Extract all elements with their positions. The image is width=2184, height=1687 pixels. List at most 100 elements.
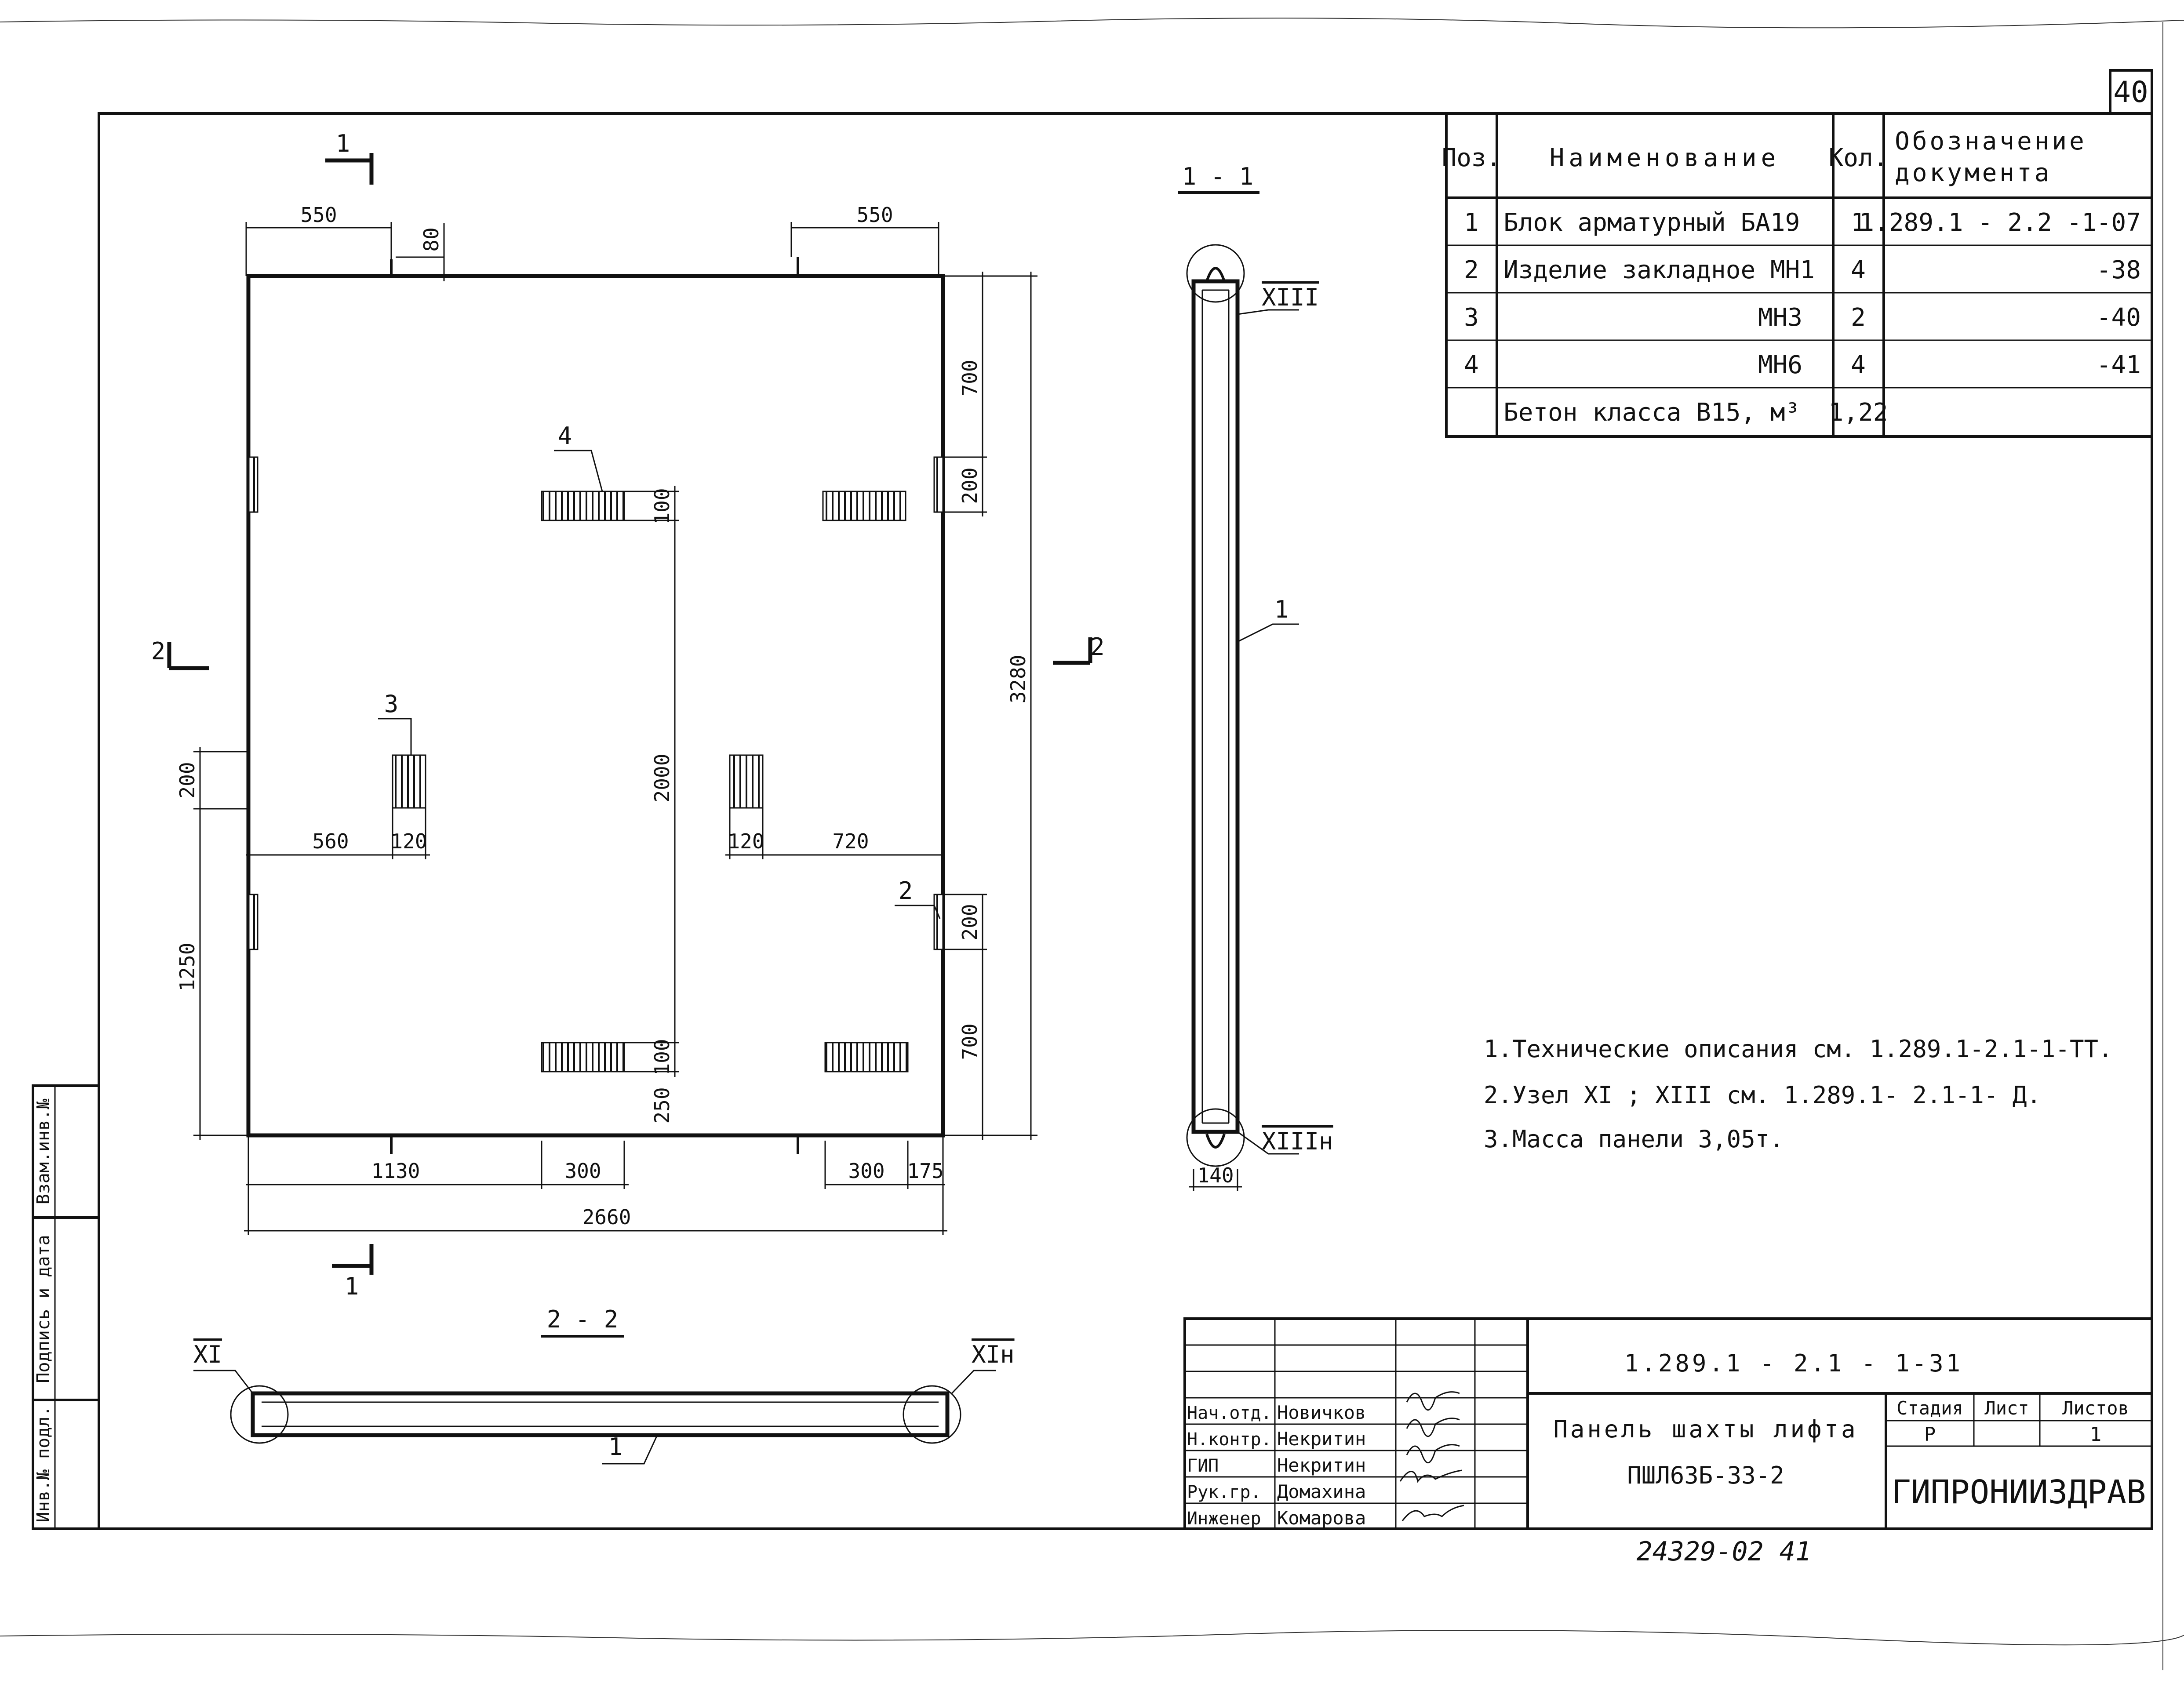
dim-inner-100-bottom: 100 [650, 1039, 674, 1075]
cut-marker-right: 2 [1090, 633, 1105, 661]
cut-marker-top: 1 [336, 130, 350, 157]
organization: ГИПРОНИИЗДРАВ [1891, 1473, 2146, 1511]
spec-row-qty: 4 [1851, 351, 1866, 379]
spec-header-designation-1: Обозначение [1895, 127, 2087, 156]
spec-row-designation: -40 [2097, 303, 2141, 332]
archive-number: 24329-02 41 [1637, 1536, 1811, 1567]
note-3: 3.Масса панели 3,05т. [1484, 1125, 1784, 1153]
cut-marker-bottom: 1 [345, 1273, 359, 1300]
spec-row: 4 МН6 4 -41 [1464, 351, 2141, 379]
dim-lines-left [193, 747, 248, 1140]
cut-markers [167, 153, 1092, 1275]
dim-bottom-1130: 1130 [371, 1159, 420, 1183]
spec-row: 1 Блок арматурный БА19 1 1.289.1 - 2.2 -… [1464, 208, 2141, 237]
node-xiii-bottom: XIIIн [1262, 1127, 1333, 1155]
staff-list: Нач.отд. Новичков Н.контр. Некритин ГИП … [1187, 1402, 1366, 1529]
title-line-2: ПШЛ63Б-33-2 [1627, 1462, 1784, 1489]
spec-row-pos: 3 [1464, 303, 1479, 332]
dim-right-700-top: 700 [958, 360, 982, 396]
dim-bottom-300-right: 300 [848, 1159, 885, 1183]
spec-header-qty: Кол. [1829, 144, 1888, 172]
sheet-number: 40 [2113, 75, 2148, 109]
section-1-1-item: 1 [1274, 596, 1289, 623]
stamp-podpis-data: Подпись и дата [33, 1235, 54, 1383]
node-xi-right: XIн [972, 1341, 1015, 1368]
callout-item-3: 3 [384, 690, 399, 718]
stamp-vzam-inv: Взам.инв.№ [33, 1099, 54, 1205]
staff-role: Нач.отд. [1187, 1403, 1272, 1423]
spec-row-name: МН3 [1758, 303, 1802, 332]
dim-left-200: 200 [175, 762, 199, 798]
spec-header-designation-2: документа [1895, 159, 2052, 187]
spec-row-pos: 4 [1464, 351, 1479, 379]
embedded-part-mh6 [822, 491, 906, 521]
embedded-part-mh1 [248, 456, 258, 513]
spec-row-pos: 2 [1464, 256, 1479, 284]
section-2-2-title: 2 - 2 [547, 1305, 619, 1333]
dim-bottom-175: 175 [907, 1159, 943, 1183]
dim-lines-inner [624, 486, 679, 1077]
dim-lines-right [943, 272, 1037, 1140]
dim-right-700-bottom: 700 [958, 1023, 982, 1060]
node-xi-left: XI [193, 1341, 222, 1368]
callout-leaders [378, 450, 941, 919]
dim-mid-720: 720 [832, 829, 869, 853]
note-2: 2.Узел XI ; XIII см. 1.289.1- 2.1-1- Д. [1484, 1081, 2041, 1109]
side-stamp [32, 1084, 100, 1530]
spec-row-designation: -41 [2097, 351, 2141, 379]
spec-header-pos: Поз. [1442, 144, 1501, 172]
dim-lines-bottom [244, 1135, 947, 1235]
spec-row-qty: 1,22 [1829, 398, 1888, 427]
dim-inner-2000: 2000 [650, 754, 674, 803]
spec-row: 2 Изделие закладное МН1 4 -38 [1464, 256, 2141, 284]
drawing-frame [98, 112, 2153, 1530]
signatures [1399, 1391, 1464, 1521]
dim-top-small: 80 [419, 227, 443, 251]
spec-header-name: Наименование [1550, 144, 1780, 172]
stamp-inv-podl: Инв.№ подл. [33, 1406, 54, 1523]
section-2-2: 2 - 2 [193, 1305, 996, 1465]
note-1: 1.Технические описания см. 1.289.1-2.1-1… [1484, 1035, 2112, 1063]
panel-plan: 550 550 80 700 200 3280 200 700 100 [151, 130, 1105, 1300]
section-2-2-item: 1 [608, 1433, 623, 1461]
sheet-number-box: 40 [2109, 69, 2153, 115]
staff-name: Некритин [1277, 1428, 1366, 1450]
dim-right-200-top: 200 [958, 467, 982, 504]
scan-edges [0, 18, 2184, 1670]
dim-lines-middle [246, 808, 945, 859]
dim-overall-width: 2660 [582, 1205, 631, 1229]
spec-row-name: Блок арматурный БА19 [1503, 208, 1800, 237]
spec-row-qty: 1 [1851, 208, 1866, 237]
stage-label: Стадия [1896, 1397, 1963, 1419]
staff-name: Комарова [1277, 1507, 1366, 1529]
dim-top-right: 550 [856, 203, 893, 227]
spec-row: Бетон класса В15, м³ 1,22 [1503, 398, 1888, 427]
title-line-1: Панель шахты лифта [1553, 1415, 1858, 1443]
callout-item-4: 4 [558, 422, 572, 450]
spec-table: Поз. Наименование Кол. Обозначение докум… [1442, 112, 2153, 438]
embedded-part-mh1 [933, 894, 944, 950]
embedded-part-mh6 [541, 1042, 625, 1073]
section-1-1: 1 - 1 [1178, 163, 1299, 1191]
dim-overall-height: 3280 [1006, 655, 1030, 704]
staff-role: Рук.гр. [1187, 1482, 1261, 1502]
sheets-label: Листов [2062, 1397, 2129, 1419]
dim-lines-top [245, 222, 939, 281]
cut-marker-left: 2 [151, 637, 166, 665]
spec-row-pos: 1 [1464, 208, 1479, 237]
dim-top-left: 550 [300, 203, 337, 227]
stage-value: Р [1924, 1423, 1936, 1446]
dim-inner-100-top: 100 [650, 488, 674, 524]
dim-inner-250: 250 [650, 1087, 674, 1123]
spec-row-name: МН6 [1758, 351, 1802, 379]
staff-role: Инженер [1187, 1509, 1261, 1529]
spec-row-designation: 1.289.1 - 2.2 -1-07 [1859, 208, 2141, 237]
spec-row-name: Изделие закладное МН1 [1503, 256, 1815, 284]
embedded-part-mh6 [541, 491, 625, 521]
spec-row-designation: -38 [2097, 256, 2141, 284]
dim-mid-120-left: 120 [390, 829, 427, 853]
sheet-label: Лист [1984, 1397, 2029, 1419]
spec-row: 3 МН3 2 -40 [1464, 303, 2141, 332]
section-1-1-width: 140 [1197, 1163, 1234, 1187]
spec-row-name: Бетон класса В15, м³ [1503, 398, 1800, 427]
